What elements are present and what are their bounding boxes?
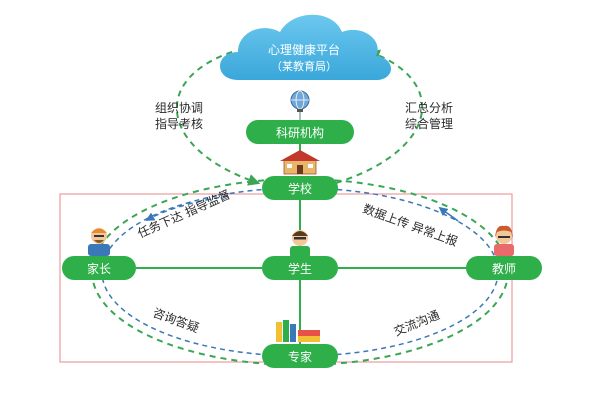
node-school[interactable]: 学校 — [262, 176, 338, 200]
label-right-top-1: 汇总分析 — [405, 101, 453, 115]
node-research[interactable]: 科研机构 — [246, 120, 354, 144]
teacher-avatar-icon — [494, 225, 514, 256]
label-right-mid: 数据上传 异常上报 — [361, 201, 460, 249]
label-left-top-1: 组织协调 — [155, 100, 203, 115]
node-teacher-label: 教师 — [492, 261, 516, 276]
globe-icon — [290, 90, 310, 112]
books-icon — [276, 320, 320, 342]
cloud-subtitle: （某教育局） — [271, 59, 337, 73]
cloud-platform: 心理健康平台 （某教育局） — [220, 14, 391, 81]
arc-school-to-cloud-right — [335, 49, 423, 184]
node-teacher[interactable]: 教师 — [466, 256, 542, 280]
label-left-bottom: 咨询答疑 — [151, 305, 201, 336]
node-parent-label: 家长 — [87, 261, 111, 276]
arrow-teacher-to-school — [438, 206, 459, 222]
student-avatar-icon — [290, 230, 310, 258]
cloud-title: 心理健康平台 — [268, 42, 340, 57]
node-research-label: 科研机构 — [276, 125, 324, 140]
node-student-label: 学生 — [288, 261, 312, 276]
label-left-top-2: 指导考核 — [155, 116, 203, 131]
arc-cloud-to-school-left — [175, 51, 261, 186]
node-school-label: 学校 — [288, 181, 312, 196]
node-parent[interactable]: 家长 — [62, 256, 136, 280]
parent-avatar-icon — [88, 228, 110, 256]
node-expert[interactable]: 专家 — [262, 344, 338, 368]
node-expert-label: 专家 — [288, 349, 312, 364]
label-right-top-2: 综合管理 — [405, 116, 453, 131]
arrow-school-to-parent — [145, 195, 229, 221]
node-student[interactable]: 学生 — [262, 256, 338, 280]
school-building-icon — [280, 150, 320, 175]
